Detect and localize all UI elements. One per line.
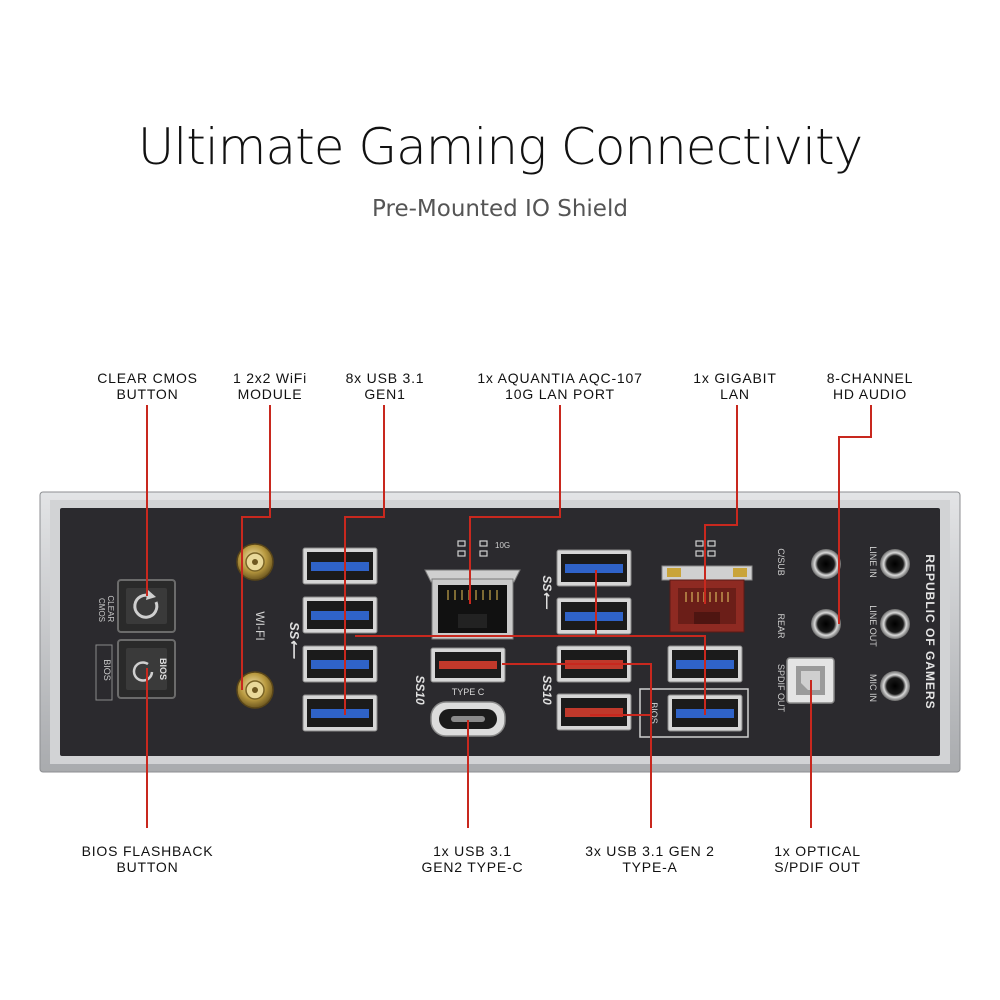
- audio-jack-rear[interactable]: [811, 609, 841, 639]
- callout-line-audio: [838, 405, 872, 624]
- callout-bios-flashback: BIOS FLASHBACK BUTTON: [81, 843, 214, 875]
- audio-jack-line-out[interactable]: [880, 609, 910, 639]
- clear-cmos-button[interactable]: [117, 579, 176, 633]
- audio-jack-line-in[interactable]: [880, 549, 910, 579]
- usb-superspeed-icon: SS⟵: [540, 575, 554, 609]
- callout-wifi-module: 1 2x2 WiFi MODULE: [232, 370, 308, 402]
- usb-superspeed-icon: SS⟵: [287, 622, 302, 659]
- usb-gen1-port[interactable]: [302, 596, 378, 634]
- bios-button-text: BIOS: [158, 658, 168, 680]
- csub-text: C/SUB: [776, 548, 786, 576]
- wifi-connector-bottom[interactable]: [236, 671, 274, 709]
- usb-gen2-port[interactable]: [430, 647, 506, 683]
- refresh-icon: [133, 593, 159, 619]
- usb-type-c-port[interactable]: [430, 701, 506, 737]
- callout-aquantia-lan: 1x AQUANTIA AQC-107 10G LAN PORT: [477, 370, 643, 402]
- callout-line-wifi: [241, 405, 271, 690]
- clear-cmos-text-line2: CMOS: [97, 598, 106, 622]
- callout-line-gigabit: [704, 405, 738, 604]
- page-subtitle: Pre-Mounted IO Shield: [372, 196, 628, 222]
- usb-gen1-port[interactable]: [302, 547, 378, 585]
- callout-optical-spdif: 1x OPTICAL S/PDIF OUT: [774, 843, 861, 875]
- clear-cmos-text: CLEAR CMOS: [97, 596, 115, 625]
- callout-usb31-gen1: 8x USB 3.1 GEN1: [345, 370, 425, 402]
- svg-text:SS10: SS10: [540, 675, 554, 705]
- type-c-text: TYPE C: [452, 687, 485, 697]
- bios-port-text: BIOS: [649, 702, 659, 724]
- audio-jack-mic-in[interactable]: [880, 671, 910, 701]
- bios-label-frame: [95, 644, 113, 701]
- svg-text:SS⟵: SS⟵: [287, 622, 302, 659]
- callout-hd-audio: 8-CHANNEL HD AUDIO: [826, 370, 914, 402]
- wifi-text: WI-FI: [253, 611, 267, 640]
- refresh-arrowhead: [146, 590, 156, 600]
- callout-clear-cmos: CLEAR CMOS BUTTON: [97, 370, 198, 402]
- usb-superspeed-10-icon: SS10: [413, 675, 427, 705]
- usb-gen2-port[interactable]: [556, 693, 632, 731]
- wifi-connector-top[interactable]: [236, 543, 274, 581]
- lan-10g-port[interactable]: [424, 569, 521, 640]
- callout-usb-type-c: 1x USB 3.1 GEN2 TYPE-C: [421, 843, 524, 875]
- callout-usb-gen2-type-a: 3x USB 3.1 GEN 2 TYPE-A: [585, 843, 715, 875]
- usb-gen1-port[interactable]: [302, 694, 378, 732]
- svg-text:SS⟵: SS⟵: [540, 575, 554, 609]
- callout-line-aquantia: [469, 405, 561, 604]
- callout-line-gen2-top: [355, 635, 706, 715]
- rear-text: REAR: [776, 613, 786, 639]
- gigabit-lan-port[interactable]: [661, 565, 753, 633]
- network-icon: [695, 540, 716, 557]
- network-icon: 10G: [457, 540, 510, 557]
- callout-gigabit-lan: 1x GIGABIT LAN: [693, 370, 777, 402]
- usb-gen1-port[interactable]: [556, 549, 632, 587]
- usb-gen1-port[interactable]: [556, 597, 632, 635]
- callout-line-gen2-mid: [502, 663, 652, 715]
- page-title: Ultimate Gaming Connectivity: [137, 118, 863, 176]
- brand-text: REPUBLIC OF GAMERS: [923, 554, 937, 709]
- bios-port-frame: [639, 688, 749, 738]
- refresh-icon: [132, 661, 154, 682]
- clear-cmos-text-line1: CLEAR: [106, 596, 115, 623]
- svg-text:10G: 10G: [495, 541, 510, 550]
- callout-lines: [146, 405, 872, 828]
- audio-jack-csub[interactable]: [811, 549, 841, 579]
- svg-text:CLEAR CMOS: CLEAR CMOS: [97, 596, 115, 625]
- usb-gen1-port[interactable]: [302, 645, 378, 683]
- bios-side-text: BIOS: [102, 659, 112, 681]
- mic-in-text: MIC IN: [868, 674, 878, 702]
- line-out-text: LINE OUT: [868, 605, 878, 647]
- spdif-out-text: SPDIF OUT: [776, 664, 786, 713]
- svg-text:SS10: SS10: [413, 675, 427, 705]
- callout-line-usb-gen1: [344, 405, 385, 715]
- line-in-text: LINE IN: [868, 546, 878, 578]
- usb-superspeed-10-icon: SS10: [540, 675, 554, 705]
